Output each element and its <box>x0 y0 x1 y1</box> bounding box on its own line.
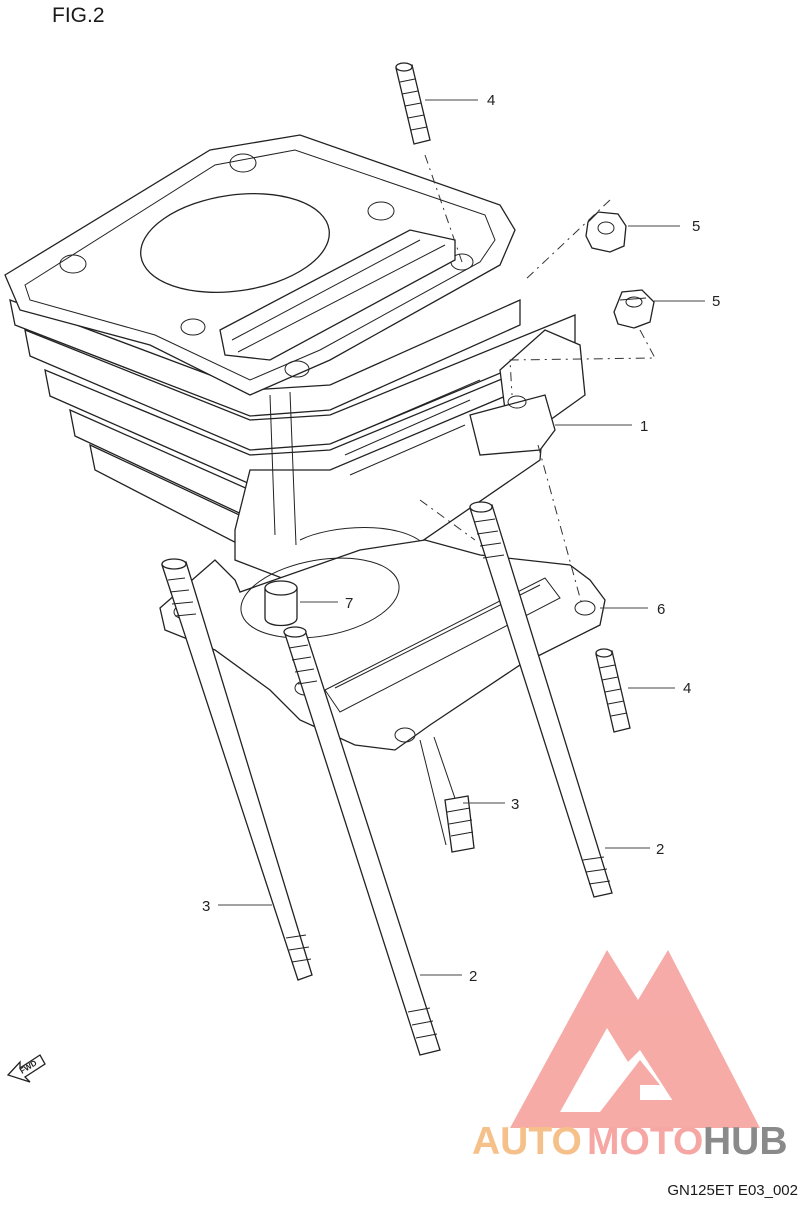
logo-word-hub: HUB <box>703 1120 788 1163</box>
stud-bolt-rear-right <box>469 501 613 898</box>
cylinder-block <box>4 134 586 586</box>
callout-2-right: 2 <box>656 841 664 858</box>
figure-title: FIG.2 <box>52 4 105 27</box>
short-stud-lower <box>595 648 631 733</box>
callout-3-left: 3 <box>202 898 210 915</box>
flange-nut-lower <box>613 289 655 329</box>
assembly-centerlines <box>419 154 656 606</box>
callout-4-lower: 4 <box>683 680 691 697</box>
short-stud-upper <box>395 62 431 145</box>
callout-7: 7 <box>345 595 353 612</box>
flange-nut-upper <box>585 211 627 253</box>
leader-lines <box>218 99 705 976</box>
callout-6: 6 <box>657 601 665 618</box>
logo-word-moto: MOTO <box>587 1120 703 1163</box>
callout-5-lower: 5 <box>712 293 720 310</box>
callout-4-upper: 4 <box>487 92 495 109</box>
callout-3-right: 3 <box>511 796 519 813</box>
callout-5-upper: 5 <box>692 218 700 235</box>
callout-1: 1 <box>640 418 648 435</box>
logo-word-auto: AUTO <box>472 1120 582 1163</box>
figure-code: GN125ET E03_002 <box>667 1182 798 1199</box>
stud-bolt-front-left <box>283 626 441 1056</box>
dowel-pin <box>264 580 298 627</box>
automotohub-logo-mark <box>510 950 760 1128</box>
fwd-arrow-icon: FWD <box>6 1054 46 1083</box>
stud-bolt-rear-left <box>161 558 313 981</box>
stud-bolt-front-right <box>419 736 475 853</box>
callout-2-left: 2 <box>469 968 477 985</box>
